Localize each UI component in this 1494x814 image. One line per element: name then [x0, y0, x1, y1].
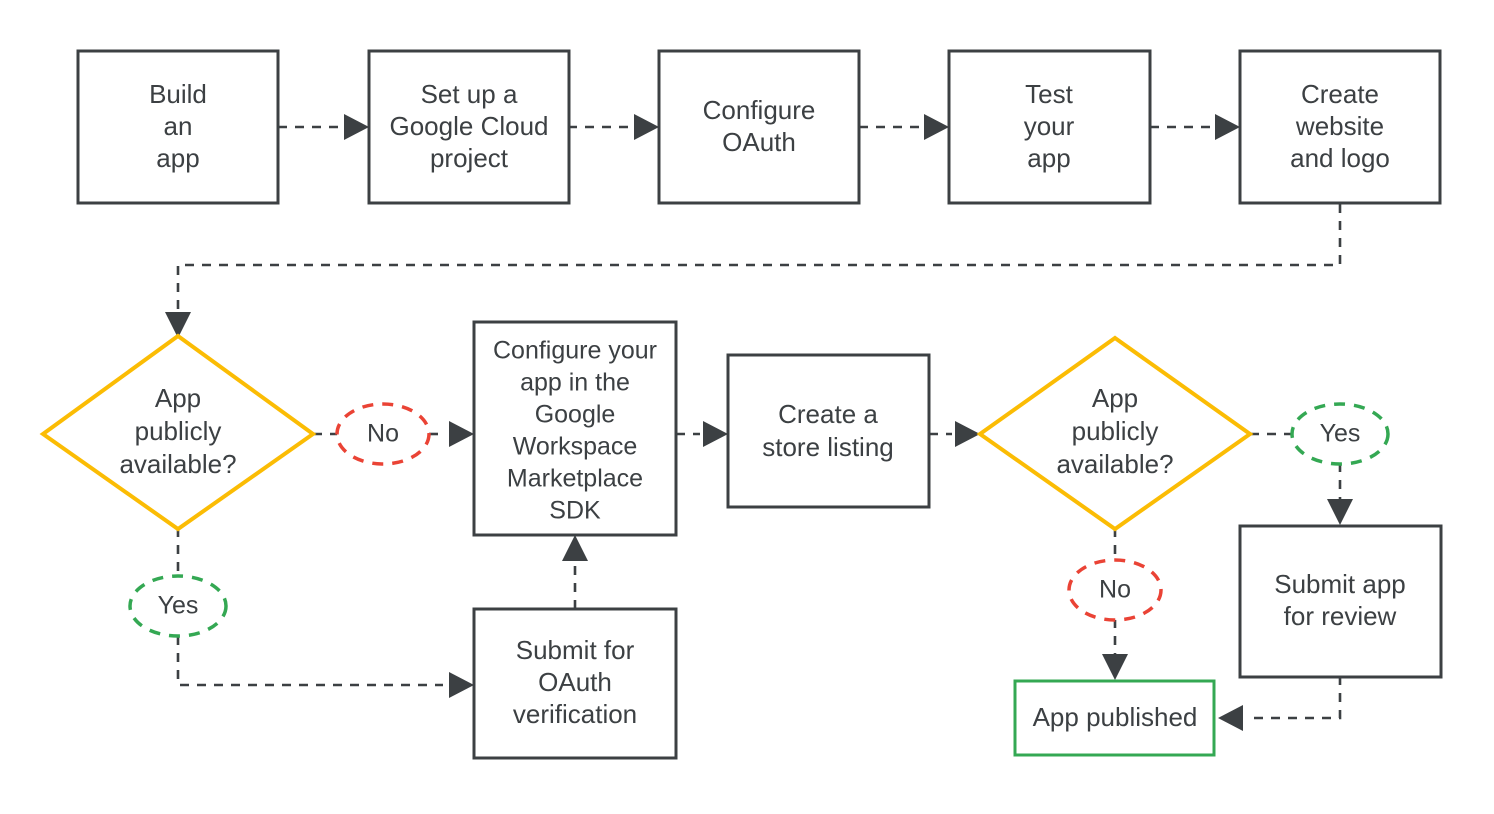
edge-label-text: No: [1099, 576, 1131, 604]
edge-configure-sdk-to-store-listing: [676, 421, 728, 447]
node-label-line: verification: [513, 699, 637, 729]
edge-decision2-yes-to-submit-review: [1250, 432, 1353, 525]
node-test-your-app[interactable]: Test your app: [947, 49, 1152, 205]
node-label-line: and logo: [1290, 143, 1390, 173]
node-set-up-google-cloud-project[interactable]: Set up a Google Cloud project: [367, 49, 571, 205]
edge-label-yes-1: Yes: [128, 574, 228, 638]
node-label-line: app: [156, 143, 199, 173]
node-build-an-app[interactable]: Build an app: [76, 49, 280, 205]
node-label-line: for review: [1284, 601, 1397, 631]
edge-label-text: Yes: [1320, 420, 1361, 448]
node-label-line: store listing: [762, 432, 894, 462]
node-label-line: Configure: [703, 95, 816, 125]
edge-create-website-to-decision1: [165, 204, 1342, 338]
node-label-line: website: [1295, 111, 1384, 141]
node-label-line: App: [155, 383, 201, 413]
edge-build-to-setup: [278, 114, 369, 140]
edge-oauth-to-test: [859, 114, 949, 140]
edge-label-yes-2: Yes: [1290, 402, 1390, 466]
node-label-line: app: [1027, 143, 1070, 173]
node-label-line: Create a: [778, 399, 878, 429]
node-label-line: available?: [1056, 449, 1173, 479]
node-label-line: Submit for: [516, 635, 635, 665]
node-create-a-store-listing[interactable]: Create a store listing: [726, 353, 931, 509]
node-configure-oauth[interactable]: Configure OAuth: [657, 49, 861, 205]
node-label-line: Workspace: [513, 433, 638, 461]
node-label-line: App published: [1033, 702, 1198, 732]
node-label-line: App: [1092, 383, 1138, 413]
node-label-line: Submit app: [1274, 569, 1406, 599]
node-label-line: app in the: [520, 369, 630, 397]
node-create-website-and-logo[interactable]: Create website and logo: [1238, 49, 1442, 205]
node-configure-app-marketplace-sdk[interactable]: Configure your app in the Google Workspa…: [472, 320, 678, 537]
node-label-line: publicly: [135, 416, 222, 446]
edge-decision1-yes-to-oauth-verification: [176, 528, 474, 698]
node-label-line: OAuth: [538, 667, 612, 697]
edge-oauth-verification-to-configure-sdk: [562, 535, 588, 609]
node-label-line: Google Cloud: [390, 111, 549, 141]
node-label-line: publicly: [1072, 416, 1159, 446]
node-app-publicly-available-2[interactable]: App publicly available?: [976, 335, 1254, 532]
node-label-line: an: [164, 111, 193, 141]
node-submit-app-for-review[interactable]: Submit app for review: [1238, 524, 1443, 679]
node-label-line: Marketplace: [507, 465, 643, 493]
node-label-line: Build: [149, 79, 207, 109]
edge-label-text: Yes: [158, 592, 199, 620]
edge-decision2-no-to-app-published: [1102, 528, 1128, 680]
node-label-line: Set up a: [421, 79, 518, 109]
node-label-line: Create: [1301, 79, 1379, 109]
edge-store-listing-to-decision2: [929, 421, 980, 447]
edge-label-no-1: No: [335, 402, 431, 466]
node-submit-for-oauth-verification[interactable]: Submit for OAuth verification: [472, 607, 678, 760]
node-app-publicly-available-1[interactable]: App publicly available?: [39, 333, 317, 532]
edge-test-to-create-website: [1150, 114, 1240, 140]
edge-submit-review-to-app-published: [1218, 676, 1342, 731]
node-label-line: your: [1024, 111, 1075, 141]
node-label-line: Google: [535, 401, 616, 429]
node-label-line: OAuth: [722, 127, 796, 157]
node-label-line: SDK: [549, 497, 601, 525]
node-label-line: project: [430, 143, 509, 173]
edge-label-text: No: [367, 420, 399, 448]
edge-decision1-no-to-configure-sdk: [313, 421, 474, 447]
edge-label-no-2: No: [1067, 558, 1163, 622]
node-label-line: available?: [119, 449, 236, 479]
edge-setup-to-oauth: [568, 114, 659, 140]
node-app-published[interactable]: App published: [1013, 679, 1216, 757]
edge-layer: [165, 114, 1353, 731]
node-label-line: Configure your: [493, 337, 657, 365]
node-label-line: Test: [1025, 79, 1073, 109]
